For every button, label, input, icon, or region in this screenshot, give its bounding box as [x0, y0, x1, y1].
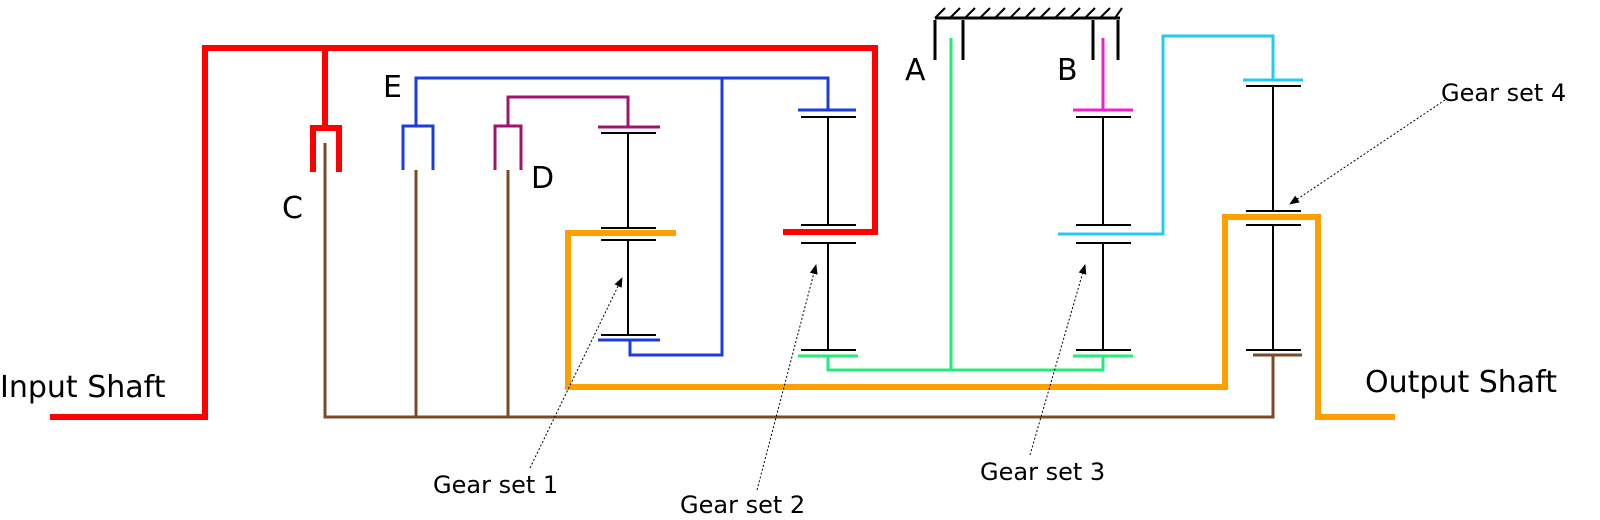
clutch-d-label: D [531, 161, 554, 196]
callout-arrows [529, 99, 1446, 491]
clutch-b-path [1073, 38, 1133, 112]
housing-ground [933, 7, 1123, 60]
gear-set-2-gears [801, 116, 856, 351]
output-shaft-label: Output Shaft [1365, 365, 1557, 400]
gear-set-4-arrow [1289, 99, 1446, 205]
gear-set-1-label: Gear set 1 [433, 471, 558, 499]
gear-set-3-gears [1076, 116, 1131, 351]
gear-set-2-label: Gear set 2 [680, 491, 805, 519]
gear-set-4-label: Gear set 4 [1441, 79, 1566, 107]
clutch-a-label: A [905, 53, 926, 88]
input-shaft-label: Input Shaft [0, 370, 166, 405]
clutch-b-label: B [1057, 53, 1078, 88]
brown-shaft [323, 143, 1302, 419]
clutch-e-label: E [383, 70, 402, 105]
input-shaft-path [50, 45, 878, 420]
clutch-c-label: C [282, 191, 303, 226]
gear-set-3-label: Gear set 3 [980, 458, 1105, 486]
clutch-d-path [493, 95, 660, 170]
gear-set-4-gears [1246, 85, 1301, 351]
gear-set-3-arrow [1029, 264, 1087, 456]
output-shaft-path [565, 214, 1395, 420]
clutch-e-path [401, 76, 856, 357]
gear-set-1-gears [601, 132, 656, 336]
gear-set-2-arrow [756, 264, 818, 491]
clutch-a-path [798, 38, 1133, 372]
gear-set-1-arrow [529, 277, 623, 469]
cyan-path [1058, 34, 1303, 236]
